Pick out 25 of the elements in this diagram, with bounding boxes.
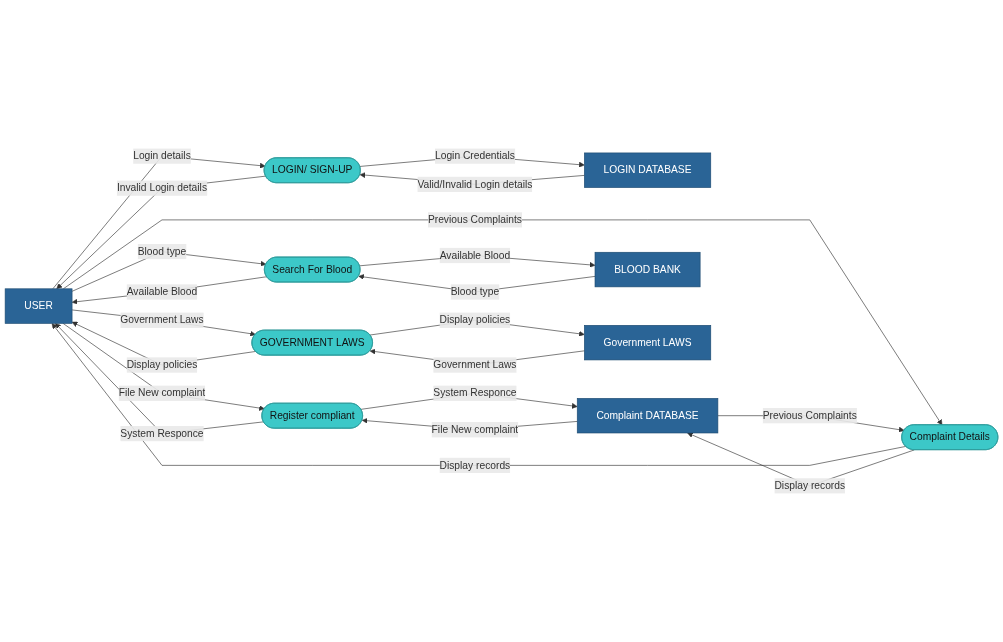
edge-label: Invalid Login details [116,182,208,194]
edge-label: Available Blood [439,249,511,261]
node-box: Complaint DATABASE [576,398,719,434]
edge-label: Valid/Invalid Login details [417,178,533,190]
edge-label: Display records [774,480,846,491]
edge-label: System Responce [120,427,204,439]
node-box: BLOOD BANK [594,251,701,288]
edge-label: Display records [439,459,511,471]
edge-label: File New complaint [118,387,206,399]
edge-label: System Responce [433,387,517,399]
edge-label: Previous Complaints [762,409,857,421]
node-box: Government LAWS [584,325,712,361]
edge-label: Blood type [450,286,500,298]
node-box: LOGIN DATABASE [584,152,712,188]
edge-label: Government Laws [433,359,517,371]
edge-label: Previous Complaints [427,214,522,226]
edge-label: Available Blood [126,286,198,298]
edge-label: File New complaint [431,424,519,435]
edge-label: Display policies [439,314,511,326]
edge-label: Login details [133,150,191,162]
edge-label: Government Laws [120,314,204,326]
edge-label: Blood type [137,245,187,257]
edge-label: Display policies [126,359,198,371]
node-box: USER [4,288,73,324]
edge-label: Login Credentials [434,150,515,162]
